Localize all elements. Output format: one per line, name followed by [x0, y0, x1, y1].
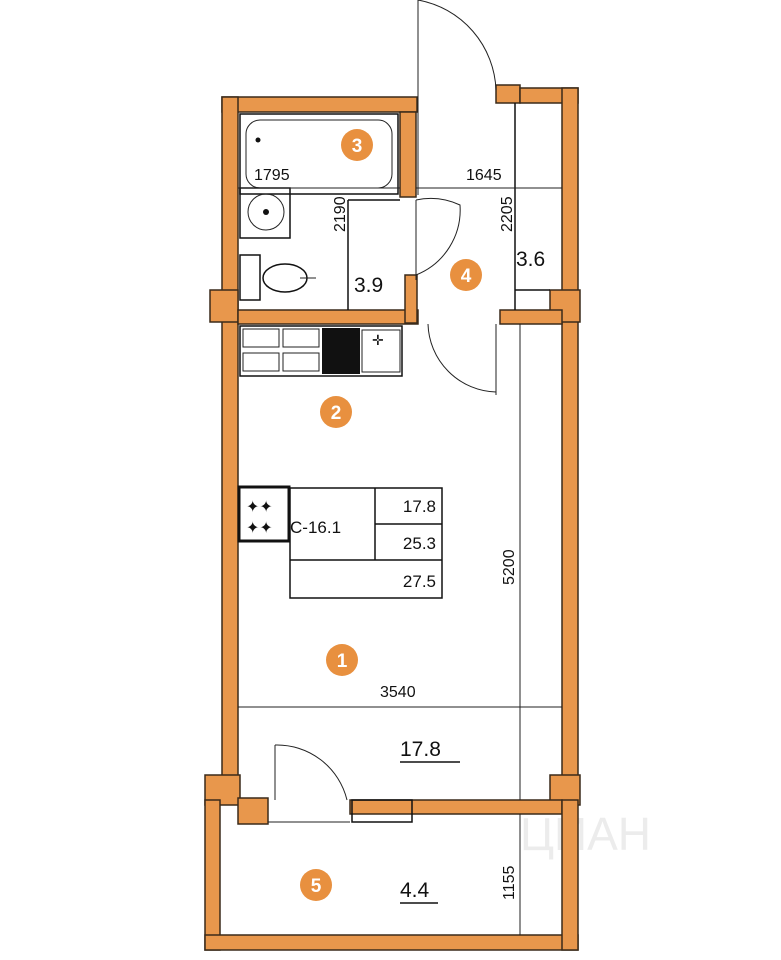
- room-badge-1: 1: [326, 644, 358, 676]
- sink: [239, 187, 291, 239]
- area-room-1: 17.8: [400, 738, 441, 761]
- svg-text:2: 2: [331, 403, 342, 424]
- toilet: [239, 254, 316, 301]
- bathroom-door: [415, 198, 461, 280]
- dim-bath-width: 1795: [254, 167, 290, 184]
- dim-hall-width: 1645: [466, 167, 502, 184]
- svg-text:4: 4: [461, 266, 472, 287]
- doors: [274, 0, 497, 801]
- dimension-lines: [238, 187, 562, 935]
- stove-icon: ✦✦ ✦✦: [237, 485, 291, 543]
- walls: [204, 84, 581, 951]
- room-door: [427, 323, 497, 395]
- room-badge-4: 4: [450, 259, 482, 291]
- dim-room-depth: 5200: [501, 549, 518, 585]
- total-area: 25.3: [403, 534, 436, 553]
- balcony-door: [274, 744, 348, 801]
- svg-text:✦✦: ✦✦: [246, 499, 273, 516]
- dim-room-width: 3540: [380, 684, 416, 701]
- area-room-4: 3.6: [516, 248, 545, 271]
- apartment-code: С-16.1: [290, 518, 341, 537]
- watermark: ЦИАН: [520, 808, 651, 860]
- room-badge-3: 3: [341, 129, 373, 161]
- svg-text:1: 1: [337, 651, 348, 672]
- entrance-door: [417, 0, 497, 195]
- svg-text:✛: ✛: [372, 332, 384, 348]
- svg-text:5: 5: [311, 876, 322, 897]
- window: [351, 799, 413, 823]
- kitchen-counter: ✛: [239, 325, 403, 377]
- room-badge-5: 5: [300, 869, 332, 901]
- area-table: С-16.1 17.8 25.3 27.5: [289, 487, 443, 599]
- svg-text:3: 3: [352, 136, 363, 157]
- dim-bath-depth: 2190: [332, 196, 349, 232]
- total-with-balcony: 27.5: [403, 572, 436, 591]
- dim-balcony-depth: 1155: [501, 865, 518, 900]
- room-badge-2: 2: [320, 396, 352, 428]
- living-area: 17.8: [403, 497, 436, 516]
- area-room-3: 3.9: [354, 274, 383, 297]
- interior-lines: [268, 103, 550, 823]
- area-room-5: 4.4: [400, 879, 430, 902]
- svg-text:✦✦: ✦✦: [246, 520, 273, 537]
- dim-hall-depth: 2205: [499, 196, 516, 232]
